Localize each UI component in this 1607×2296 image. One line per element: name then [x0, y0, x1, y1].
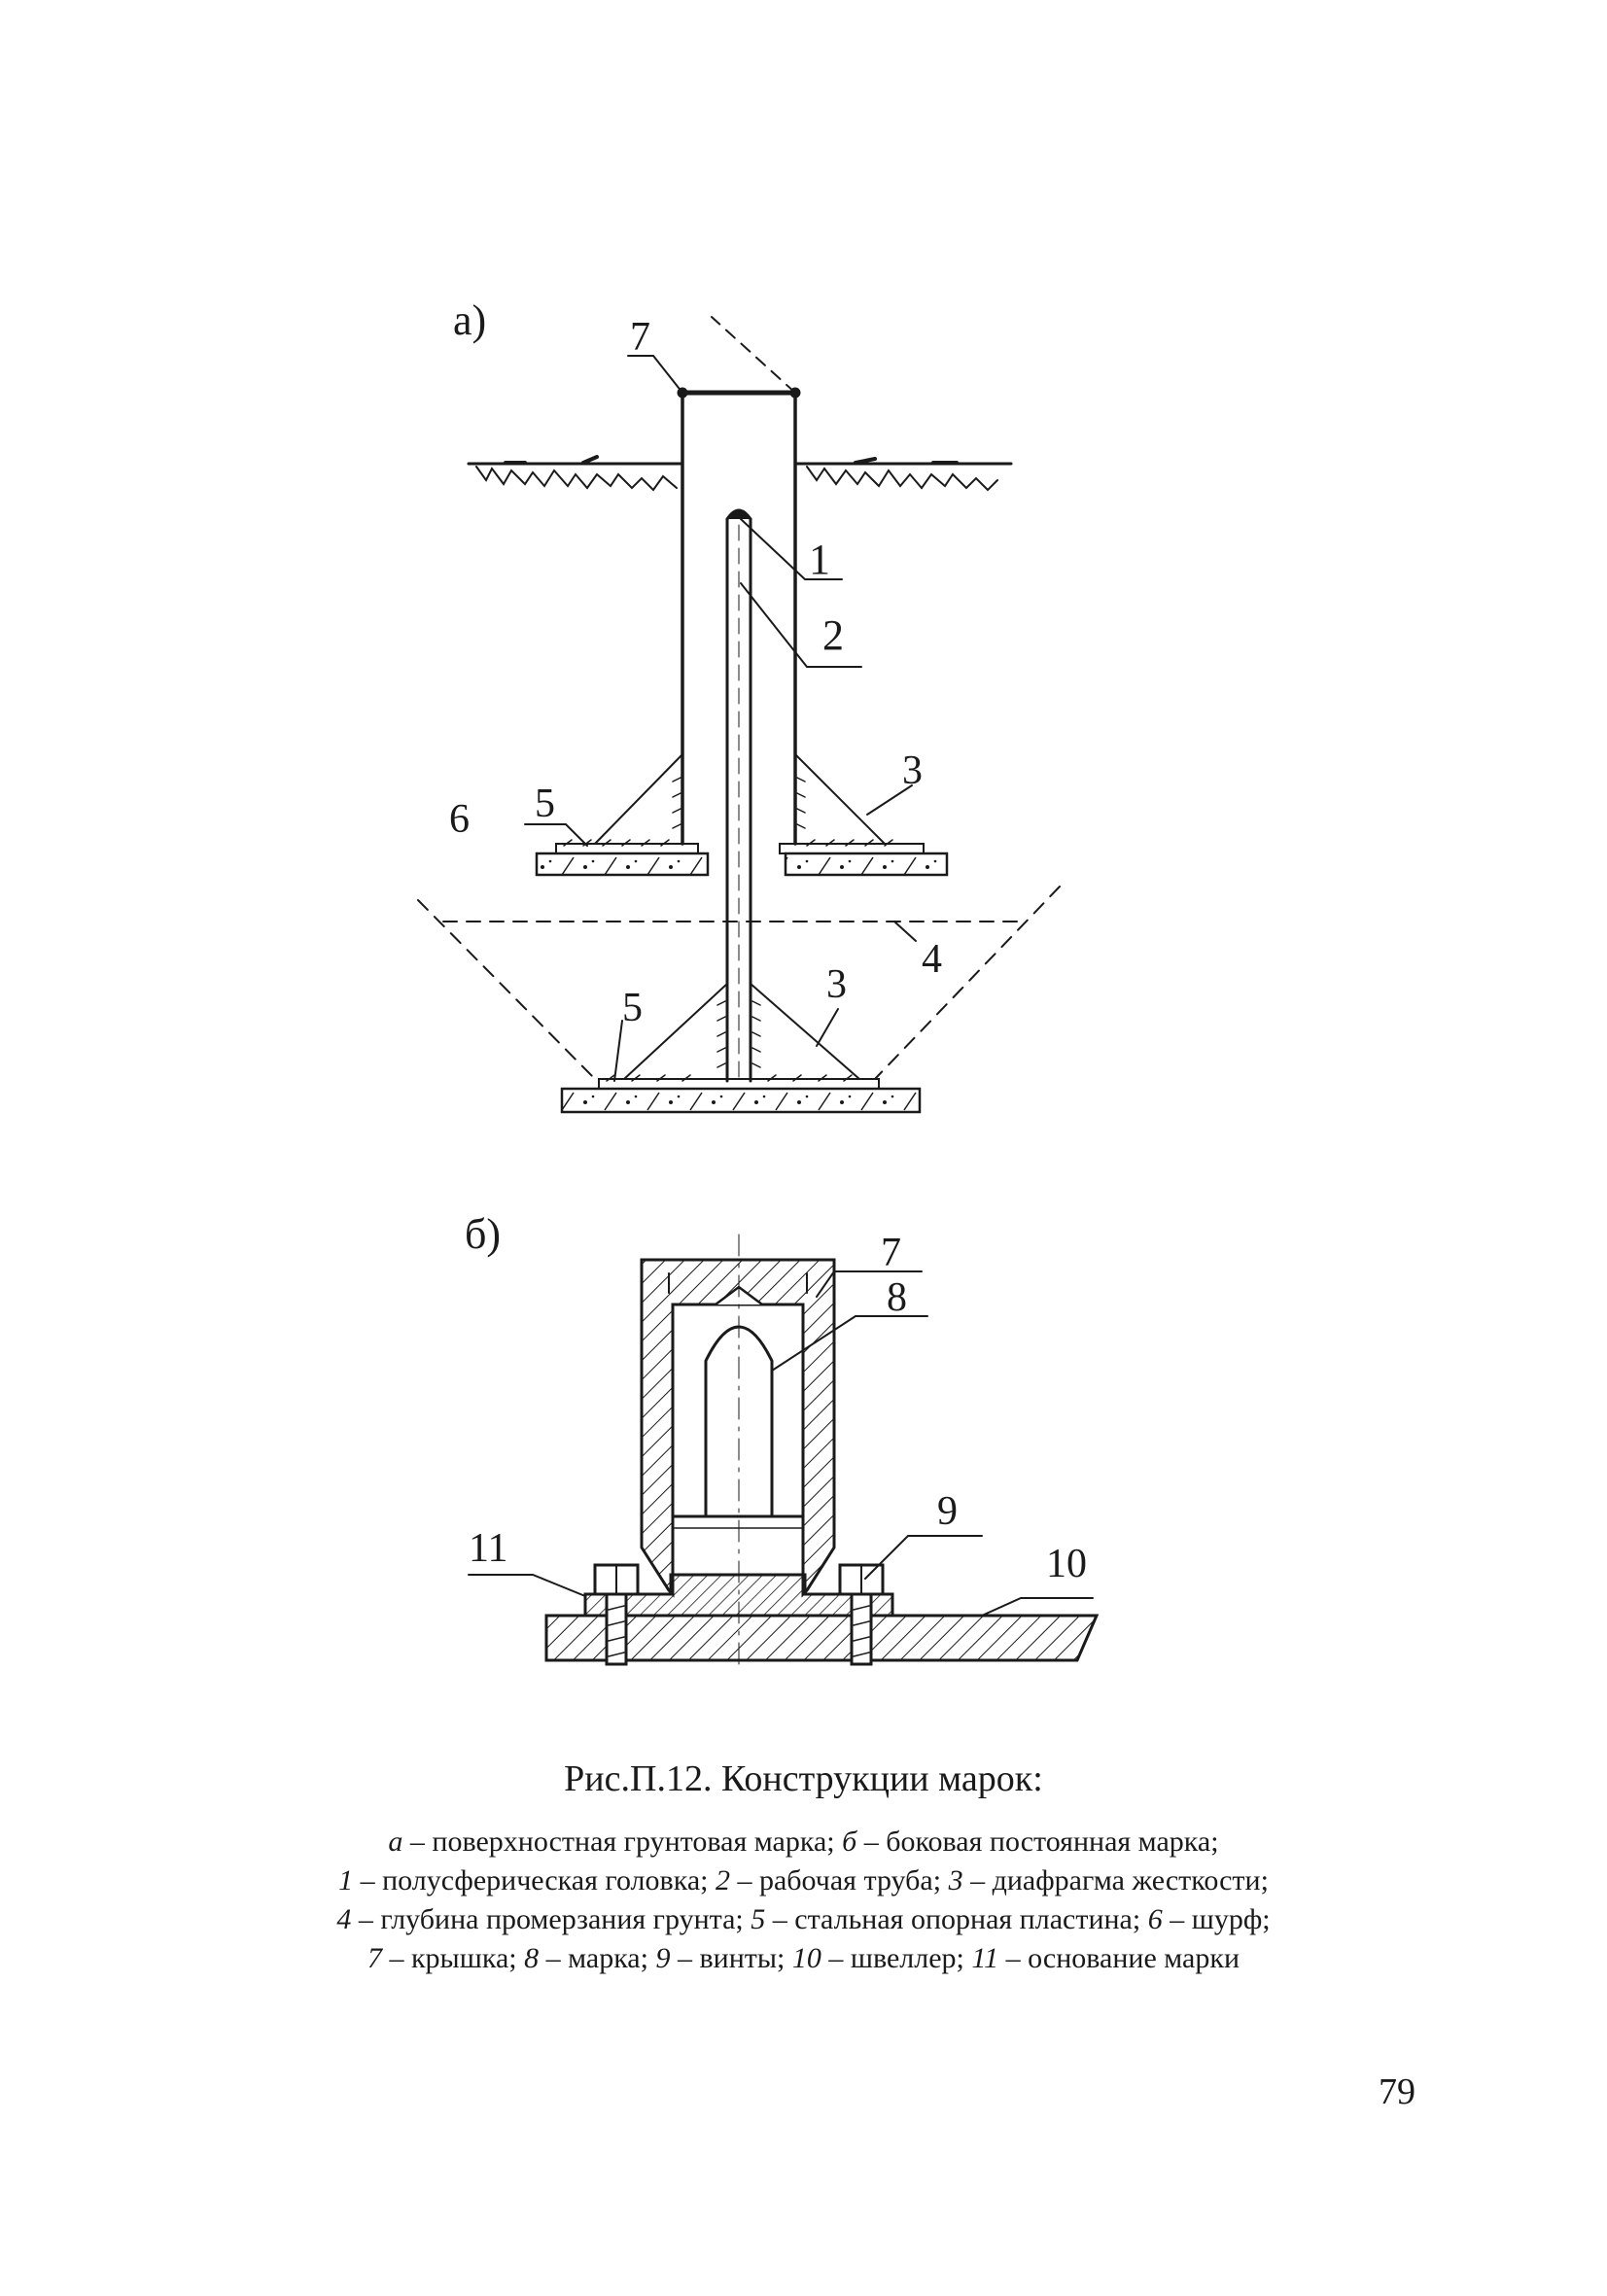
caption-line-1: а – поверхностная грунтовая марка; б – б… — [0, 1826, 1607, 1859]
caption-text-9: – винты; — [670, 1942, 792, 1974]
caption-key-a: а — [388, 1826, 403, 1858]
callout-1: 1 — [809, 536, 830, 583]
caption-text-2: – рабочая труба; — [729, 1864, 949, 1896]
figure-caption-title: Рис.П.12. Конструкции марок: — [564, 1758, 1043, 1799]
cap-shell — [640, 1258, 836, 1598]
page-number: 79 — [1379, 2071, 1415, 2112]
caption-text-1: – полусферическая головка; — [353, 1864, 716, 1896]
cap — [677, 316, 801, 399]
caption-text-8: – марка; — [539, 1942, 656, 1974]
outer-casing — [681, 391, 797, 846]
caption-text-a: – поверхностная грунтовая марка; — [402, 1826, 843, 1858]
leaders-b — [468, 1270, 1094, 1617]
panel-b — [468, 1234, 1100, 1673]
callout-11: 11 — [469, 1526, 507, 1571]
callout-9: 9 — [937, 1489, 958, 1534]
callout-7-a: 7 — [630, 315, 650, 360]
caption-line-3: 4 – глубина промерзания грунта; 5 – стал… — [0, 1903, 1607, 1936]
caption-key-5: 5 — [751, 1903, 766, 1935]
caption-key-2: 2 — [715, 1864, 730, 1896]
callout-5-lower: 5 — [622, 986, 643, 1030]
caption-key-7: 7 — [367, 1942, 382, 1974]
callout-5-upper: 5 — [535, 782, 555, 826]
caption-key-b: б — [842, 1826, 857, 1858]
leaders-a — [524, 355, 917, 1082]
caption-line-2: 1 – полусферическая головка; 2 – рабочая… — [0, 1864, 1607, 1897]
screw-left — [593, 1563, 640, 1666]
panel-a-label: а) — [453, 296, 486, 344]
callout-7-b: 7 — [881, 1231, 901, 1275]
callout-3-lower: 3 — [826, 962, 847, 1007]
pit-outline — [417, 886, 1061, 1080]
caption-key-11: 11 — [971, 1942, 999, 1974]
panel-b-labels: б) 7 8 9 10 11 — [465, 1210, 1087, 1586]
callout-6: 6 — [449, 797, 470, 842]
screw-right — [838, 1563, 885, 1666]
lower-support — [560, 983, 922, 1114]
hemispherical-head — [725, 508, 752, 521]
caption-key-9: 9 — [655, 1942, 671, 1974]
caption-text-7: – крышка; — [381, 1942, 525, 1974]
channel — [544, 1614, 1100, 1662]
caption-key-4: 4 — [336, 1903, 352, 1935]
callout-8: 8 — [887, 1275, 907, 1320]
caption-key-8: 8 — [524, 1942, 540, 1974]
caption-text-3: – диафрагма жесткости; — [962, 1864, 1269, 1896]
callout-2: 2 — [822, 611, 844, 659]
callout-3-upper: 3 — [902, 748, 923, 793]
caption-key-10: 10 — [791, 1942, 821, 1974]
panel-b-label: б) — [465, 1210, 501, 1258]
upper-support — [535, 753, 949, 877]
caption-text-11: – основание марки — [998, 1942, 1240, 1974]
caption-text-10: – швеллер; — [821, 1942, 972, 1974]
panel-a — [417, 316, 1061, 1114]
caption-text-4: – глубина промерзания грунта; — [351, 1903, 751, 1935]
caption-text-5: – стальная опорная пластина; — [765, 1903, 1148, 1935]
caption-key-3: 3 — [948, 1864, 963, 1896]
working-pipe — [725, 508, 752, 1083]
caption-text-6: – шурф; — [1162, 1903, 1271, 1935]
callout-10: 10 — [1046, 1542, 1087, 1586]
caption-line-4: 7 – крышка; 8 – марка; 9 – винты; 10 – ш… — [0, 1942, 1607, 1975]
caption-text-b: – боковая постоянная марка; — [856, 1826, 1219, 1858]
caption-key-6: 6 — [1147, 1903, 1163, 1935]
caption-key-1: 1 — [338, 1864, 354, 1896]
callout-4: 4 — [922, 937, 942, 982]
ground-surface — [467, 455, 1013, 492]
panel-a-labels: а) 7 1 2 3 5 6 4 3 5 — [449, 296, 942, 1030]
